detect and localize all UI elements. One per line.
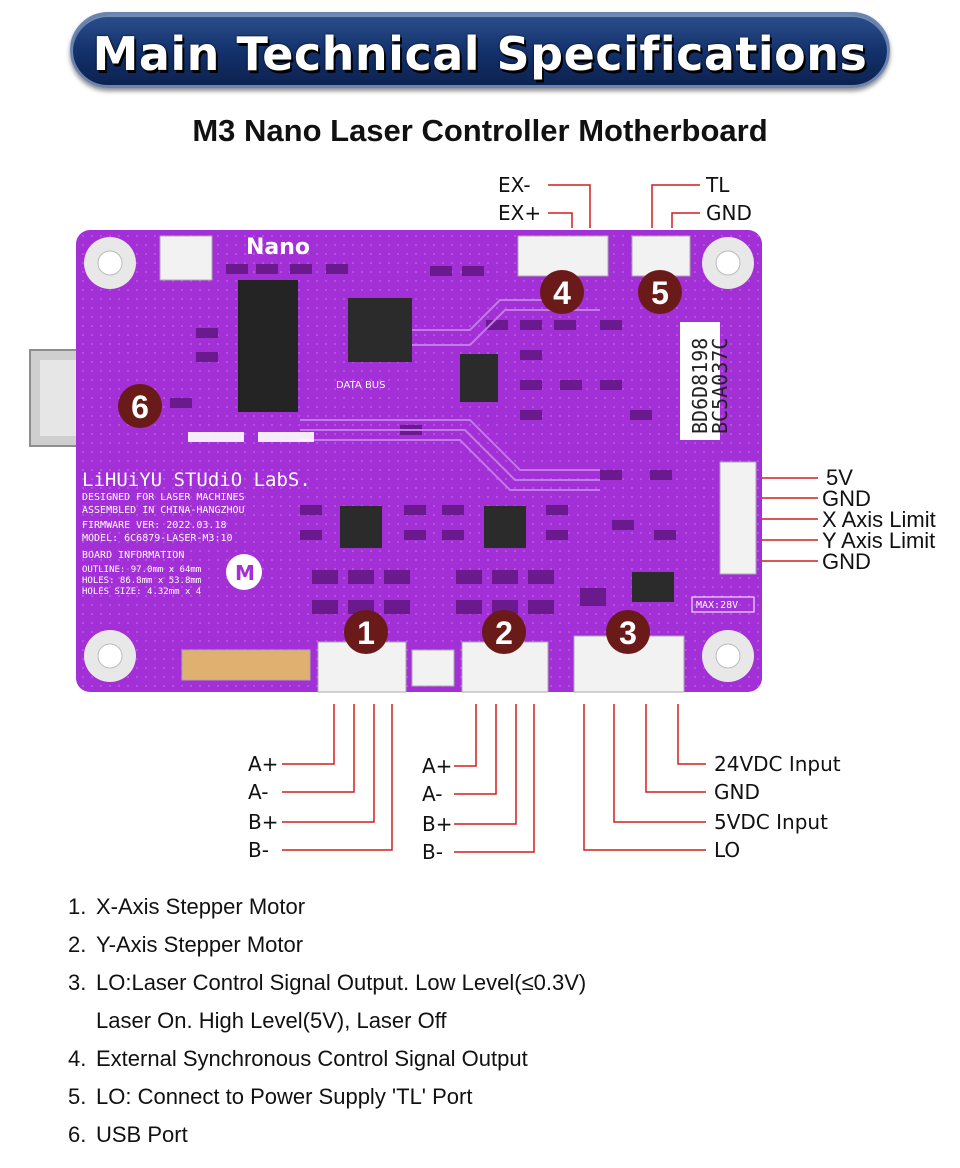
marker-4 (540, 270, 584, 314)
banner-title: Main Technical Specifications (92, 27, 868, 81)
note-item: 1.X-Axis Stepper Motor (68, 894, 306, 919)
label-lo: LO (714, 838, 741, 862)
brand-logo-icon (226, 554, 262, 590)
leader-lines (282, 184, 818, 853)
top-connectors (159, 235, 691, 281)
connector-markers: 1 2 3 4 5 6 (118, 270, 682, 654)
svg-text:5: 5 (651, 275, 669, 311)
model-text: MODEL: 6C6879-LASER-M3:10 (82, 533, 233, 544)
label-gnd-top: GND (706, 201, 752, 225)
title-banner: Main Technical Specifications (70, 12, 890, 88)
label-y-a-minus: A- (422, 782, 443, 806)
svg-text:1: 1 (357, 615, 375, 651)
label-x-a-plus: A+ (248, 752, 279, 776)
note-item: 3.LO:Laser Control Signal Output. Low Le… (68, 970, 587, 995)
serial-1: BD6D8198 (688, 338, 712, 434)
svg-text:M: M (235, 561, 255, 585)
board-logo: Nano (246, 235, 310, 260)
label-gnd-power: GND (714, 780, 760, 804)
marker-6 (118, 384, 162, 428)
label-y-b-plus: B+ (422, 812, 453, 836)
svg-text:4: 4 (553, 275, 571, 311)
note-item: Laser On. High Level(5V), Laser Off (96, 1008, 447, 1033)
label-5v: 5V (826, 465, 853, 490)
label-5vdc-input: 5VDC Input (714, 810, 828, 834)
label-24vdc-input: 24VDC Input (714, 752, 841, 776)
notes-list: 1.X-Axis Stepper Motor 2.Y-Axis Stepper … (68, 888, 586, 1154)
label-x-b-plus: B+ (248, 810, 279, 834)
serial-2: BC5A037C (708, 338, 732, 434)
svg-text:2: 2 (495, 615, 513, 651)
label-x-a-minus: A- (248, 780, 269, 804)
smd-components (170, 264, 676, 614)
brand-text: LiHUiYU STUdiO LabS. (82, 469, 311, 491)
label-tl: TL (706, 173, 730, 197)
label-y-axis-limit: Y Axis Limit (822, 528, 936, 553)
svg-text:6: 6 (131, 389, 149, 425)
label-ex-plus: EX+ (498, 201, 542, 225)
label-x-axis-limit: X Axis Limit (822, 507, 936, 532)
board-info-text: BOARD INFORMATION (82, 550, 184, 561)
chips (238, 280, 674, 602)
mounting-holes (84, 237, 754, 682)
label-gnd-right-1: GND (822, 486, 871, 511)
designed-for-text: DESIGNED FOR LASER MACHINES (82, 492, 245, 503)
label-y-a-plus: A+ (422, 754, 453, 778)
note-item: 2.Y-Axis Stepper Motor (68, 932, 304, 957)
max-voltage-text: MAX:28V (696, 600, 738, 611)
marker-1 (344, 610, 388, 654)
label-y-b-minus: B- (422, 840, 443, 864)
marker-2 (482, 610, 526, 654)
marker-5 (638, 270, 682, 314)
data-bus-label: DATA BUS (336, 380, 385, 391)
label-x-b-minus: B- (248, 838, 269, 862)
assembled-text: ASSEMBLED IN CHINA-HANGZHOU (82, 505, 245, 516)
note-item: 5.LO: Connect to Power Supply 'TL' Port (68, 1084, 473, 1109)
note-item: 6.USB Port (68, 1122, 188, 1147)
marker-3 (606, 610, 650, 654)
controller-board-illustration: BD6D8198 BC5A037C Nano DATA BUS LiHUiYU … (29, 230, 762, 693)
svg-text:3: 3 (619, 615, 637, 651)
label-ex-minus: EX- (498, 173, 531, 197)
serial-sticker (680, 322, 720, 440)
holes-size-text: HOLES SIZE: 4.32mm x 4 (82, 587, 201, 597)
page-subtitle: M3 Nano Laser Controller Motherboard (192, 113, 768, 148)
note-item: 4.External Synchronous Control Signal Ou… (68, 1046, 528, 1071)
limit-connector (719, 461, 757, 575)
firmware-text: FIRMWARE VER: 2022.03.18 (82, 520, 227, 531)
holes-text: HOLES: 86.8mm x 53.8mm (82, 576, 201, 586)
label-gnd-right-2: GND (822, 549, 871, 574)
outline-text: OUTLINE: 97.0mm x 64mm (82, 565, 201, 575)
